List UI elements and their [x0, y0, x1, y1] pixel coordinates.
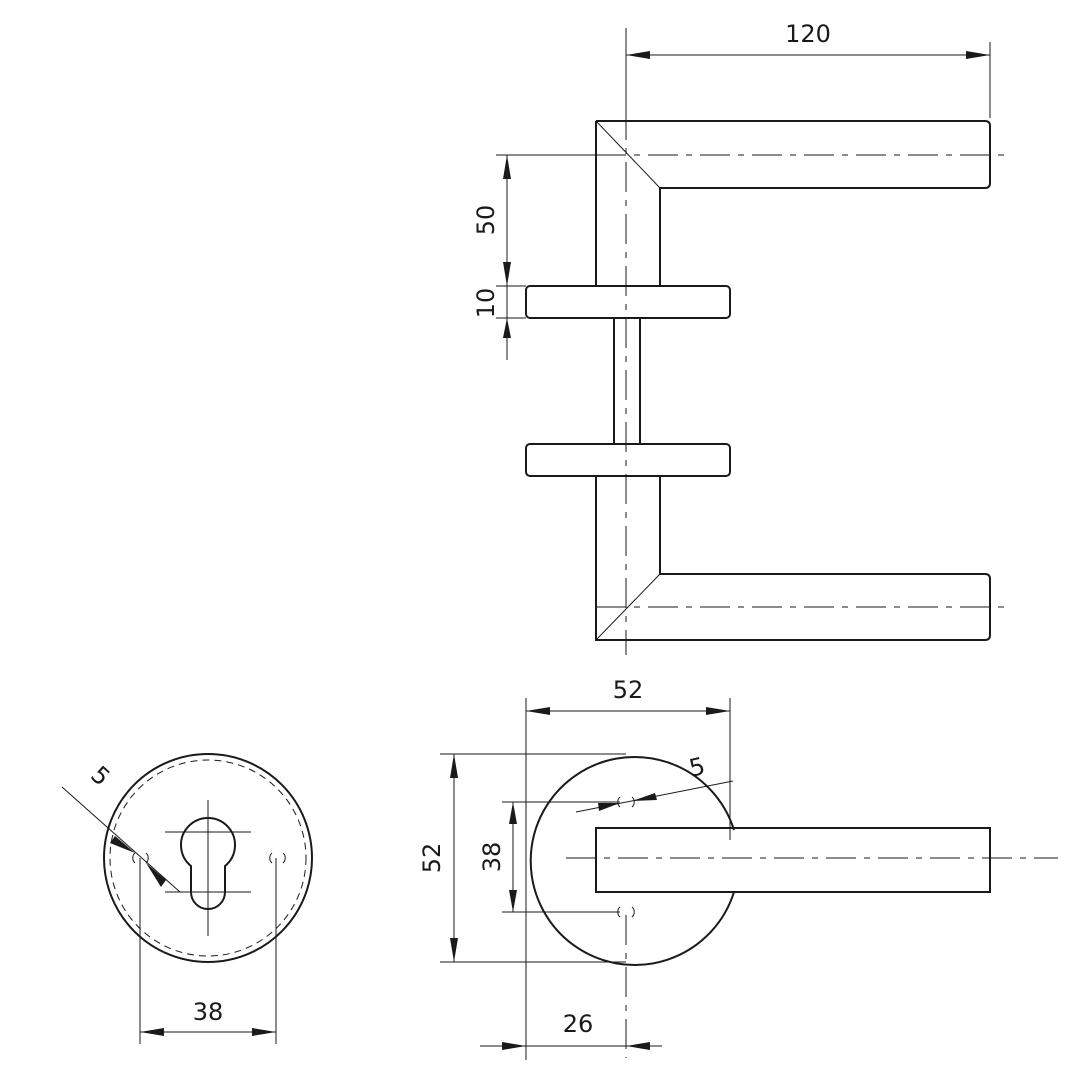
- dim-label-52-vertical: 52: [418, 843, 446, 874]
- escutcheon-screw-holes: [132, 852, 286, 864]
- lower-lever: [595, 476, 991, 641]
- side-screw-holes: [617, 796, 635, 918]
- dimension-rose-diameter-vertical: 52: [418, 753, 626, 963]
- dim-label-38-horizontal: 38: [193, 998, 224, 1026]
- dim-label-50: 50: [472, 205, 500, 236]
- dim-label-52-horizontal: 52: [613, 676, 644, 704]
- side-lever: [595, 827, 991, 893]
- upper-rose: [525, 285, 731, 319]
- dimension-rose-diameter-horizontal: 52: [525, 676, 731, 1060]
- dim-label-10: 10: [472, 288, 500, 319]
- centerlines-side: [566, 857, 1058, 1058]
- dim-label-26: 26: [563, 1010, 594, 1038]
- dimension-screw-spacing-vertical: 38: [478, 801, 620, 913]
- top-view: 120 50 10: [472, 20, 1005, 655]
- dimension-lever-length: 120: [625, 20, 991, 118]
- centerlines-top: [596, 110, 1005, 655]
- dim-label-5-escutcheon: 5: [85, 761, 115, 792]
- dimension-lever-axis: 50: [472, 154, 596, 287]
- escutcheon-view: 5 38: [61, 753, 313, 1044]
- escutcheon-inner-edge: [109, 759, 307, 957]
- dimension-screw-diameter-escutcheon: 5: [61, 761, 181, 893]
- keyhole: [180, 817, 236, 910]
- lower-rose: [525, 443, 731, 477]
- dimension-screw-diameter-side: 5: [575, 752, 734, 813]
- side-view: 52 52 38 5: [418, 676, 1058, 1060]
- side-rose: [529, 756, 735, 966]
- escutcheon-outline: [103, 753, 313, 963]
- spindle: [613, 318, 641, 444]
- dimension-screw-spacing-horizontal: 38: [139, 858, 277, 1044]
- dim-label-120: 120: [785, 20, 831, 48]
- dim-label-5-side: 5: [686, 752, 708, 783]
- dim-label-38-vertical: 38: [478, 842, 506, 873]
- centerlines-escutcheon: [165, 800, 251, 936]
- upper-lever: [595, 120, 991, 286]
- dimension-rose-thickness: 10: [472, 286, 526, 360]
- dimension-spindle-offset: 26: [480, 1010, 662, 1050]
